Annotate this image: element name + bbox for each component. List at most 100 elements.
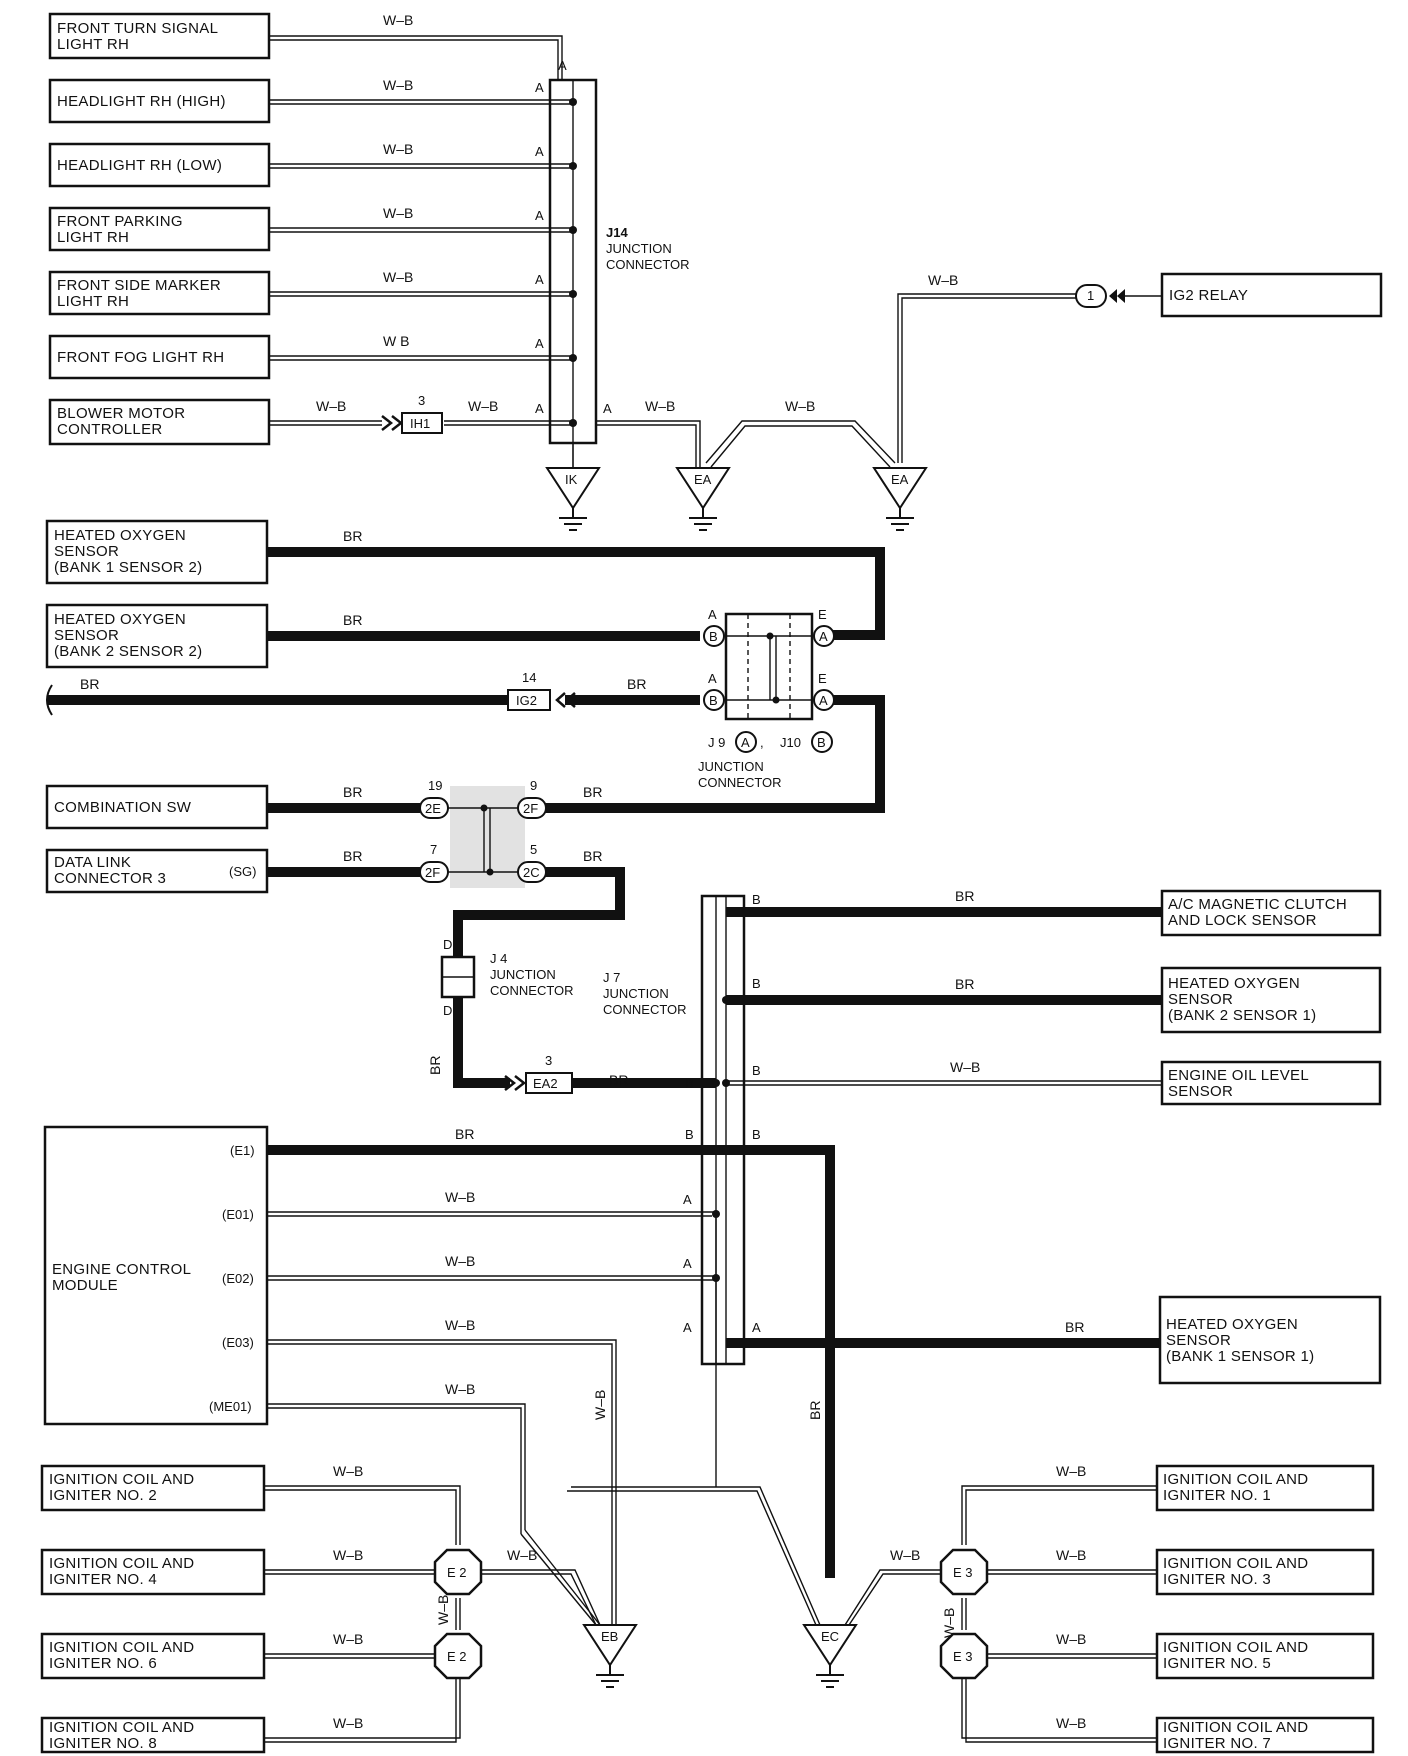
svg-text:HEATED OXYGEN: HEATED OXYGEN: [1166, 1316, 1298, 1333]
svg-text:COMBINATION SW: COMBINATION SW: [54, 799, 192, 816]
svg-text:A: A: [683, 1256, 692, 1271]
svg-text:BR: BR: [609, 1072, 628, 1088]
splice-e3-top: E 3: [939, 1548, 989, 1596]
svg-text:IK: IK: [565, 472, 578, 487]
svg-text:(E03): (E03): [222, 1335, 254, 1350]
svg-text:IGNITER NO. 4: IGNITER NO. 4: [49, 1571, 157, 1588]
svg-text:W–B: W–B: [383, 141, 413, 157]
svg-text:W–B: W–B: [507, 1547, 537, 1563]
svg-text:IGNITION COIL AND: IGNITION COIL AND: [1163, 1719, 1308, 1736]
j9-j10-junction-connector: [724, 612, 814, 721]
svg-text:BR: BR: [807, 1401, 823, 1420]
svg-text:EC: EC: [821, 1629, 839, 1644]
svg-text:2F: 2F: [523, 801, 538, 816]
svg-text:BR: BR: [427, 1056, 443, 1075]
svg-text:HEATED OXYGEN: HEATED OXYGEN: [54, 527, 186, 544]
component-combination-sw: COMBINATION SW: [45, 784, 269, 830]
mid-wire-labels: BR BR BR BR BR BR BR BR: [80, 528, 646, 864]
svg-text:B: B: [709, 693, 718, 708]
svg-text:5: 5: [530, 842, 537, 857]
svg-text:W–B: W–B: [333, 1631, 363, 1647]
wire-ea-to-ea: W–B: [705, 398, 896, 468]
svg-text:HEADLIGHT RH (HIGH): HEADLIGHT RH (HIGH): [57, 93, 226, 110]
svg-text:BR: BR: [955, 976, 974, 992]
component-ign-coil-5: IGNITION COIL AND IGNITER NO. 5: [1155, 1632, 1375, 1680]
svg-text:A/C MAGNETIC CLUTCH: A/C MAGNETIC CLUTCH: [1168, 896, 1347, 913]
svg-text:W–B: W–B: [645, 398, 675, 414]
component-engine-control-module: ENGINE CONTROL MODULE (E1) (E01) (E02) (…: [43, 1125, 269, 1426]
j4-junction-connector: D D J 4 JUNCTION CONNECTOR BR: [427, 937, 574, 1075]
svg-text:CONNECTOR: CONNECTOR: [490, 983, 574, 998]
svg-text:FRONT PARKING: FRONT PARKING: [57, 213, 183, 230]
svg-text:(E1): (E1): [230, 1143, 255, 1158]
j7-junction-connector: [700, 894, 746, 1366]
svg-text:9: 9: [530, 778, 537, 793]
component-ign-coil-8: IGNITION COIL AND IGNITER NO. 8: [40, 1716, 266, 1754]
component-ig2-relay: IG2 RELAY: [1160, 272, 1383, 318]
svg-text:B: B: [685, 1127, 694, 1142]
svg-text:2F: 2F: [425, 865, 440, 880]
svg-text:IGNITER NO. 1: IGNITER NO. 1: [1163, 1487, 1271, 1504]
svg-text:FRONT FOG LIGHT RH: FRONT FOG LIGHT RH: [57, 349, 224, 366]
svg-text:DATA LINK: DATA LINK: [54, 854, 131, 871]
svg-text:HEATED OXYGEN: HEATED OXYGEN: [1168, 975, 1300, 992]
j14-wire-labels: W–B W–B W–B W–B W–B W B W–B W–B A A A A …: [316, 12, 612, 416]
svg-text:W–B: W–B: [468, 398, 498, 414]
svg-text:W B: W B: [383, 333, 409, 349]
component-ign-coil-1: IGNITION COIL AND IGNITER NO. 1: [1155, 1464, 1375, 1512]
svg-text:A: A: [535, 144, 544, 159]
svg-text:(E01): (E01): [222, 1207, 254, 1222]
svg-text:B: B: [752, 1127, 761, 1142]
splice-e3-bottom: E 3: [939, 1632, 989, 1680]
svg-text:SENSOR: SENSOR: [54, 543, 119, 560]
j9-j10-pins: B B A A A A E E: [703, 607, 835, 711]
j14-label: J14 JUNCTION CONNECTOR: [606, 225, 690, 272]
svg-text:IG2: IG2: [516, 693, 537, 708]
svg-text:A: A: [819, 629, 828, 644]
svg-text:B: B: [752, 1063, 761, 1078]
svg-text:BR: BR: [80, 676, 99, 692]
svg-text:B: B: [752, 976, 761, 991]
svg-text:W–B: W–B: [445, 1381, 475, 1397]
svg-text:E 3: E 3: [953, 1649, 973, 1664]
component-ho2-bank2-s1: HEATED OXYGEN SENSOR (BANK 2 SENSOR 1): [1160, 966, 1382, 1034]
wire-ig2-relay: W–B: [897, 272, 1076, 463]
svg-text:D: D: [443, 1003, 452, 1018]
svg-text:BR: BR: [455, 1126, 474, 1142]
svg-text:SENSOR: SENSOR: [1166, 1332, 1231, 1349]
svg-text:EA: EA: [891, 472, 909, 487]
svg-text:D: D: [443, 937, 452, 952]
svg-text:E: E: [818, 671, 827, 686]
svg-text:LIGHT RH: LIGHT RH: [57, 36, 129, 53]
svg-text:IGNITION COIL AND: IGNITION COIL AND: [49, 1471, 194, 1488]
splice-e2-bottom: E 2: [433, 1632, 483, 1680]
svg-text:W–B: W–B: [333, 1547, 363, 1563]
connector-ea2: EA2 3: [504, 1053, 573, 1094]
svg-text:W–B: W–B: [445, 1253, 475, 1269]
connector-2e: 2E 19: [419, 778, 449, 819]
svg-text:(E02): (E02): [222, 1271, 254, 1286]
svg-text:A: A: [752, 1320, 761, 1335]
svg-text:FRONT TURN SIGNAL: FRONT TURN SIGNAL: [57, 20, 218, 37]
svg-text:IGNITION COIL AND: IGNITION COIL AND: [1163, 1639, 1308, 1656]
svg-text:J 9: J 9: [708, 735, 725, 750]
svg-text:A: A: [708, 607, 717, 622]
j7-label: J 7 JUNCTION CONNECTOR: [603, 970, 687, 1017]
svg-text:W–B: W–B: [333, 1463, 363, 1479]
right-coil-wires: [844, 1485, 1157, 1743]
component-ign-coil-3: IGNITION COIL AND IGNITER NO. 3: [1155, 1548, 1375, 1596]
br-wires-mid: [48, 547, 885, 1088]
svg-text:IGNITER NO. 6: IGNITER NO. 6: [49, 1655, 157, 1672]
svg-text:IGNITER NO. 3: IGNITER NO. 3: [1163, 1571, 1271, 1588]
svg-text:J14: J14: [606, 225, 628, 240]
svg-text:A: A: [535, 272, 544, 287]
svg-text:HEATED OXYGEN: HEATED OXYGEN: [54, 611, 186, 628]
svg-text:B: B: [817, 735, 826, 750]
ground-ea-1: EA: [676, 467, 730, 531]
svg-text:(BANK 1 SENSOR 1): (BANK 1 SENSOR 1): [1166, 1348, 1314, 1365]
svg-text:W–B: W–B: [445, 1189, 475, 1205]
svg-text:W–B: W–B: [592, 1390, 608, 1420]
left-coil-labels: W–B W–B W–B W–B W–B W–B: [333, 1463, 537, 1731]
svg-text:EA2: EA2: [533, 1076, 558, 1091]
